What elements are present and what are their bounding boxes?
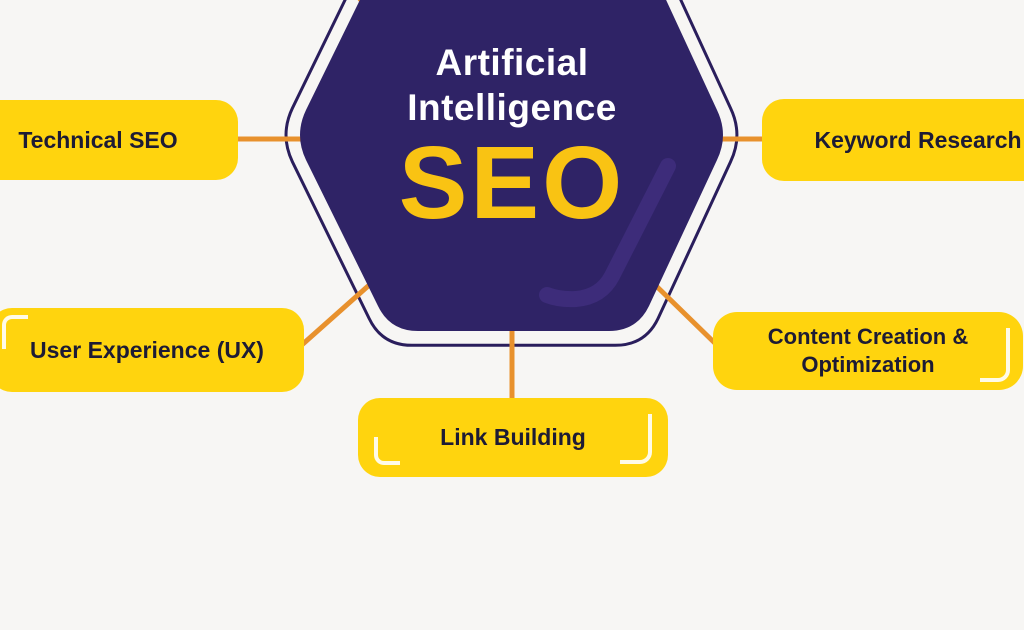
- node-link-building-label: Link Building: [440, 424, 586, 450]
- node-content-creation: Content Creation & Optimization: [713, 312, 1023, 390]
- hexagon-outline: [284, 0, 739, 347]
- node-link-building: Link Building: [358, 398, 668, 477]
- node-content-creation-label: Content Creation & Optimization: [768, 323, 968, 379]
- corner-highlight-icon: [374, 437, 400, 465]
- node-content-creation-line1: Content Creation &: [767, 324, 969, 349]
- corner-highlight-icon: [620, 414, 652, 464]
- node-content-creation-line2: Optimization: [801, 352, 935, 377]
- node-user-experience: User Experience (UX): [0, 308, 304, 392]
- corner-highlight-icon: [2, 315, 28, 349]
- swoosh-highlight-icon: [539, 158, 676, 308]
- connector-user-experience: [293, 277, 378, 353]
- node-keyword-research: Keyword Research: [762, 99, 1024, 181]
- corner-highlight-icon: [980, 328, 1010, 382]
- node-technical-seo: Technical SEO: [0, 100, 238, 180]
- node-user-experience-label: User Experience (UX): [30, 336, 264, 363]
- node-technical-seo-label: Technical SEO: [18, 126, 178, 153]
- node-keyword-research-label: Keyword Research: [814, 126, 1022, 153]
- connector-content-creation: [644, 274, 726, 354]
